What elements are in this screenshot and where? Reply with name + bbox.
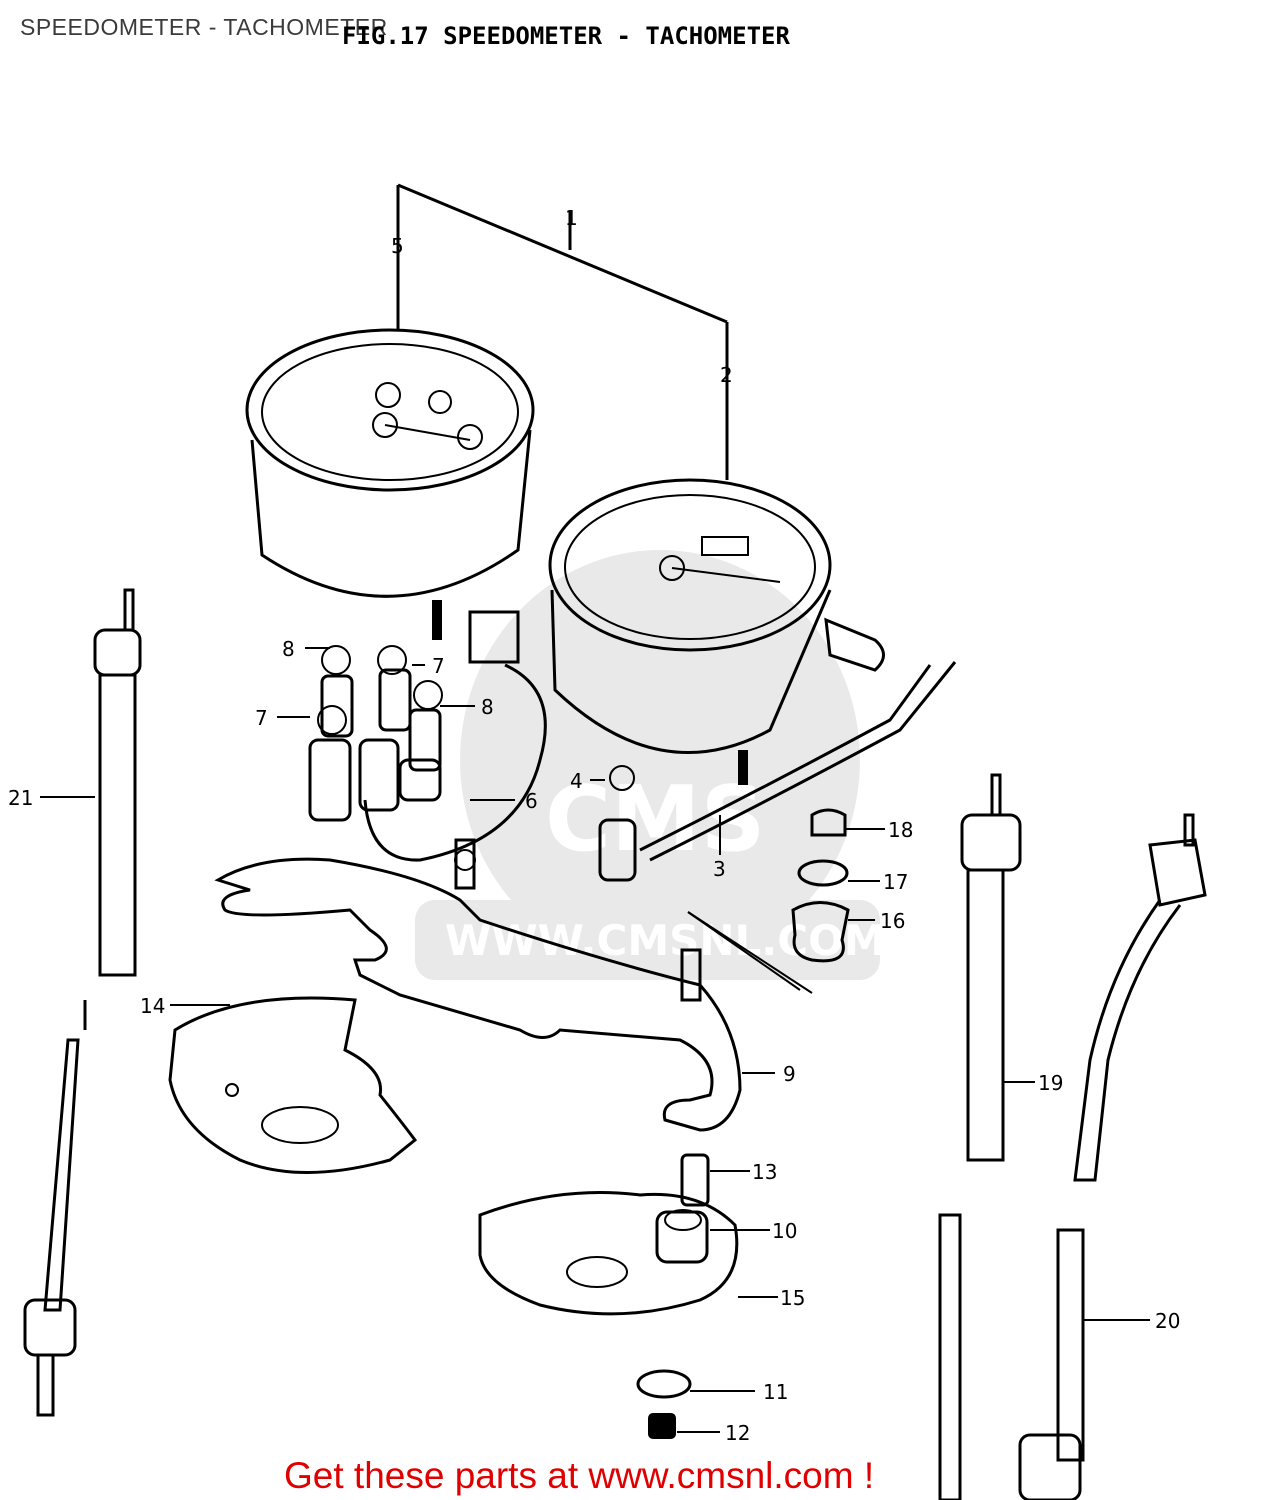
part-label-11: 11 bbox=[763, 1380, 788, 1404]
part-label-4: 4 bbox=[570, 769, 583, 793]
speedometer-cable-21 bbox=[23, 588, 142, 1417]
part-label-2: 2 bbox=[720, 363, 733, 387]
watermark-url-text: WWW.CMSNL.COM bbox=[445, 916, 886, 965]
tachometer-cable-20 bbox=[1018, 813, 1207, 1500]
watermark-logo: CMS WWW.CMSNL.COM bbox=[415, 550, 886, 980]
part-label-3: 3 bbox=[713, 857, 726, 881]
part-label-20: 20 bbox=[1155, 1309, 1180, 1333]
wiring-harness bbox=[363, 610, 957, 862]
bulb-sockets bbox=[308, 645, 637, 882]
assembly-bracket bbox=[396, 183, 729, 480]
lower-cover-14 bbox=[168, 996, 418, 1174]
get-parts-link[interactable]: Get these parts at www.cmsnl.com ! bbox=[284, 1455, 875, 1496]
part-label-21: 21 bbox=[8, 786, 33, 810]
part-label-7b: 7 bbox=[255, 706, 268, 730]
page-title: SPEEDOMETER - TACHOMETER bbox=[20, 14, 388, 40]
tachometer-gauge bbox=[548, 478, 885, 785]
tachometer-cable-19 bbox=[938, 773, 1022, 1500]
speedometer-gauge bbox=[245, 328, 535, 640]
part-label-14: 14 bbox=[140, 994, 165, 1018]
part-label-12: 12 bbox=[725, 1421, 750, 1445]
part-label-15: 15 bbox=[780, 1286, 805, 1310]
washer-and-nut bbox=[636, 1369, 692, 1439]
part-label-7a: 7 bbox=[432, 654, 445, 678]
grommet-washer-nut bbox=[687, 808, 850, 994]
part-label-10: 10 bbox=[772, 1219, 797, 1243]
lower-cover-15 bbox=[478, 1153, 739, 1316]
part-label-6: 6 bbox=[525, 789, 538, 813]
part-label-16: 16 bbox=[880, 909, 905, 933]
part-label-18: 18 bbox=[888, 818, 913, 842]
part-label-19: 19 bbox=[1038, 1071, 1063, 1095]
part-labels: 1 2 3 4 5 6 7 7 8 8 9 10 11 12 13 14 15 … bbox=[8, 206, 1180, 1445]
leader-lines bbox=[40, 647, 1150, 1433]
part-label-8b: 8 bbox=[481, 695, 494, 719]
mounting-bracket bbox=[214, 838, 742, 1132]
part-label-5: 5 bbox=[391, 234, 404, 258]
figure-caption: FIG.17 SPEEDOMETER - TACHOMETER bbox=[342, 22, 790, 50]
part-label-1: 1 bbox=[565, 206, 578, 230]
part-label-8a: 8 bbox=[282, 637, 295, 661]
part-label-9: 9 bbox=[783, 1062, 796, 1086]
part-label-17: 17 bbox=[883, 870, 908, 894]
part-label-13: 13 bbox=[752, 1160, 777, 1184]
